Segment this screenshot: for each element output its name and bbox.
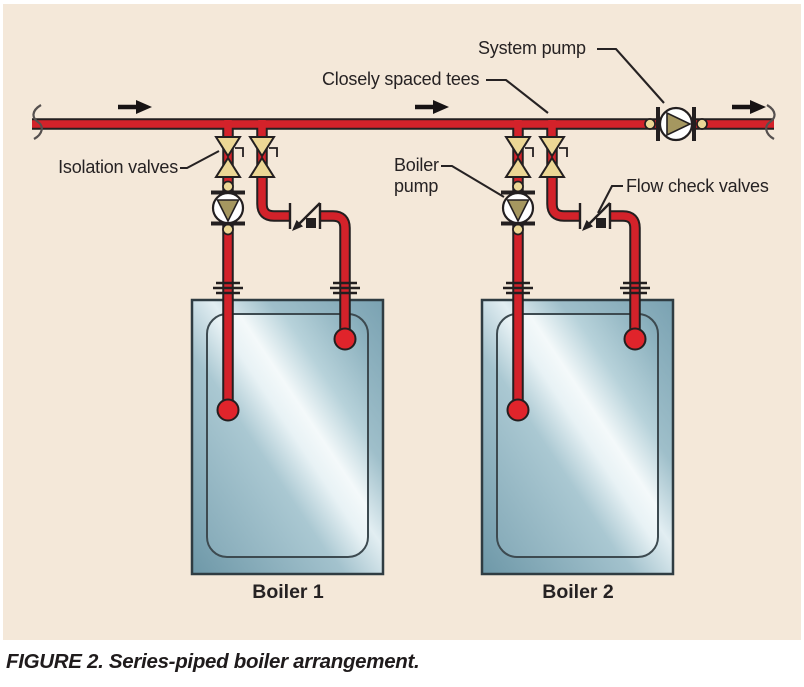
flow-check-valves-pointer <box>597 184 623 214</box>
boiler-pump-label-line1: Boiler <box>394 155 439 175</box>
system-pump-pointer <box>597 47 665 104</box>
figure-caption: FIGURE 2. Series-piped boiler arrangemen… <box>6 650 420 673</box>
pipe-break-icon <box>765 104 776 140</box>
closely-spaced-tees-label: Closely spaced tees <box>322 69 479 89</box>
system-pump-label: System pump <box>478 38 586 58</box>
flow-check-valves-label: Flow check valves <box>626 176 769 196</box>
boiler1-return-ball-icon <box>333 327 357 351</box>
isolation-valves-label: Isolation valves <box>58 157 178 177</box>
boiler2-label: Boiler 2 <box>542 581 614 603</box>
diagram-background <box>3 4 801 640</box>
boiler-piping-diagram: System pump Closely spaced tees Isolatio… <box>3 4 801 640</box>
boiler2-return-ball-icon <box>623 327 647 351</box>
caption-bar: FIGURE 2. Series-piped boiler arrangemen… <box>0 640 804 687</box>
pipe-break-icon <box>32 104 43 140</box>
boiler2-inner-panel <box>496 313 659 558</box>
boiler1-inner-panel <box>206 313 369 558</box>
closely-spaced-tees-pointer <box>486 78 549 114</box>
boiler2-tank <box>480 298 675 576</box>
boiler1-label: Boiler 1 <box>252 581 324 603</box>
boiler1-supply-ball-icon <box>216 398 240 422</box>
system-pump-icon <box>644 106 708 142</box>
boiler-pump-pointer <box>441 164 505 198</box>
isolation-valves-pointer <box>180 150 220 170</box>
boiler2-supply-ball-icon <box>506 398 530 422</box>
boiler-pump-label-line2: pump <box>394 176 438 196</box>
